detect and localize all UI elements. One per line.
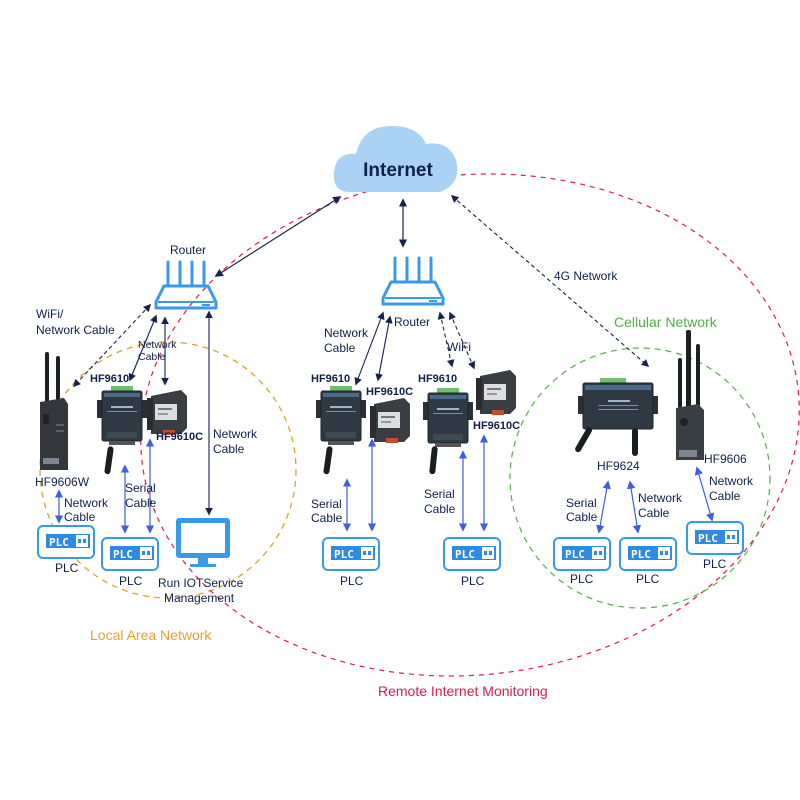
left-plc1-network-cable-label-1: Network (64, 496, 109, 510)
middle-network-cable-label-1: Network (324, 326, 369, 340)
remote-zone-label: Remote Internet Monitoring (378, 683, 548, 699)
left-plc1-network-cable-label-2: Cable (64, 510, 96, 524)
right-serial-cable-label-1: Serial (566, 496, 597, 510)
hf9624-antenna-2 (632, 428, 638, 456)
middle-hf9610-b-device (422, 387, 474, 448)
middle-hf9610c-b-device (476, 370, 516, 415)
middle-hf9610c-a-device (370, 398, 410, 443)
right-serial-cable-label-2: Cable (566, 510, 598, 524)
hf9624-label: HF9624 (597, 459, 640, 473)
wifi-network-cable-label-2: Network Cable (36, 323, 115, 337)
middle-hf9610c-a-label: HF9610C (366, 386, 413, 398)
lan-zone-label: Local Area Network (90, 627, 212, 643)
pc-label-2: Management (164, 591, 235, 605)
left-plc-2-label: PLC (119, 574, 143, 588)
link-cloud-4g (450, 194, 650, 368)
lan-zone-boundary (39, 341, 297, 599)
left-plc-1-label: PLC (55, 561, 79, 575)
middle-hf9610-b-antenna (429, 446, 438, 475)
right-plc-3-label: PLC (703, 557, 727, 571)
link-hf9624-plc-serial (596, 480, 611, 534)
link-left-router-hf9606w (72, 303, 152, 388)
left-hf9610-label: HF9610 (90, 373, 129, 385)
right-network-cable-b-label-2: Cable (709, 489, 741, 503)
wifi-network-cable-label-1: WiFi/ (36, 307, 64, 321)
middle-serial-cable-a-label-2: Cable (311, 511, 343, 525)
link-hf9624-plc-network (626, 480, 642, 534)
link-middle-router-hf9610c-a (375, 315, 393, 382)
hf9606-label: HF9606 (704, 452, 747, 466)
internet-label: Internet (363, 160, 433, 181)
middle-hf9610-a-label: HF9610 (311, 373, 350, 385)
left-plc-2-icon: PLC (101, 537, 159, 571)
right-plc-1-label: PLC (570, 572, 594, 586)
left-hf9610-antenna (104, 446, 114, 475)
link-left-router-hf9610 (128, 314, 158, 382)
right-plc-3-icon: PLC (686, 521, 744, 555)
link-hf9606-plc-network (694, 466, 715, 522)
right-plc-2-label: PLC (636, 572, 660, 586)
left-serial-cable-label-1: Serial (125, 481, 156, 495)
internet-cloud: Internet (333, 126, 458, 192)
left-serial-cable-label-2: Cable (125, 496, 157, 510)
middle-hf9610-a-device (315, 385, 367, 446)
pc-label-1: Run IOTService (158, 576, 244, 590)
cellular-zone-boundary (509, 347, 771, 609)
middle-network-cable-label-2: Cable (324, 341, 356, 355)
plc-badge-text: PLC (698, 532, 718, 545)
monitor-icon (176, 518, 230, 567)
middle-serial-cable-a-label-1: Serial (311, 497, 342, 511)
plc-badge-text: PLC (455, 548, 475, 561)
plc-badge-text: PLC (113, 548, 133, 561)
plc-badge-text: PLC (631, 548, 651, 561)
middle-serial-cable-b-label-2: Cable (424, 502, 456, 516)
middle-hf9610-a-antenna (323, 446, 333, 475)
left-hf9610c-label: HF9610C (156, 431, 203, 443)
middle-serial-cable-b-label-1: Serial (424, 487, 455, 501)
middle-router-label: Router (394, 315, 430, 329)
right-plc-1-icon: PLC (553, 537, 611, 571)
plc-badge-text: PLC (565, 548, 585, 561)
left-hf9606w-device (40, 352, 68, 470)
right-network-cable-a-label-1: Network (638, 491, 683, 505)
plc-badge-text: PLC (49, 536, 69, 549)
middle-hf9610-b-label: HF9610 (418, 373, 457, 385)
plc-badge-text: PLC (334, 548, 354, 561)
cellular-zone-label: Cellular Network (614, 314, 718, 330)
link-cloud-left-router (214, 196, 342, 277)
right-network-cable-a-label-2: Cable (638, 506, 670, 520)
left-plc-1-icon: PLC (37, 525, 95, 559)
middle-plc-2-icon: PLC (443, 537, 501, 571)
four-g-network-label: 4G Network (554, 269, 618, 283)
hf9606-device (676, 330, 704, 460)
middle-plc-1-label: PLC (340, 574, 364, 588)
right-plc-2-icon: PLC (619, 537, 677, 571)
middle-plc-2-label: PLC (461, 574, 485, 588)
left-network-cable-label-2: Cable (138, 351, 166, 363)
left-hf9606w-label: HF9606W (35, 475, 90, 489)
left-router-icon (154, 260, 218, 310)
pc-network-cable-label-2: Cable (213, 442, 245, 456)
middle-router-icon (381, 256, 445, 306)
pc-network-cable-label-1: Network (213, 427, 258, 441)
hf9624-device (578, 378, 658, 430)
left-hf9610c-device (147, 390, 187, 435)
middle-plc-1-icon: PLC (322, 537, 380, 571)
left-router-label: Router (170, 243, 206, 257)
left-hf9610-device (96, 385, 148, 446)
right-network-cable-b-label-1: Network (709, 474, 754, 488)
hf9624-antenna-1 (574, 426, 594, 454)
middle-hf9610c-b-label: HF9610C (473, 420, 520, 432)
